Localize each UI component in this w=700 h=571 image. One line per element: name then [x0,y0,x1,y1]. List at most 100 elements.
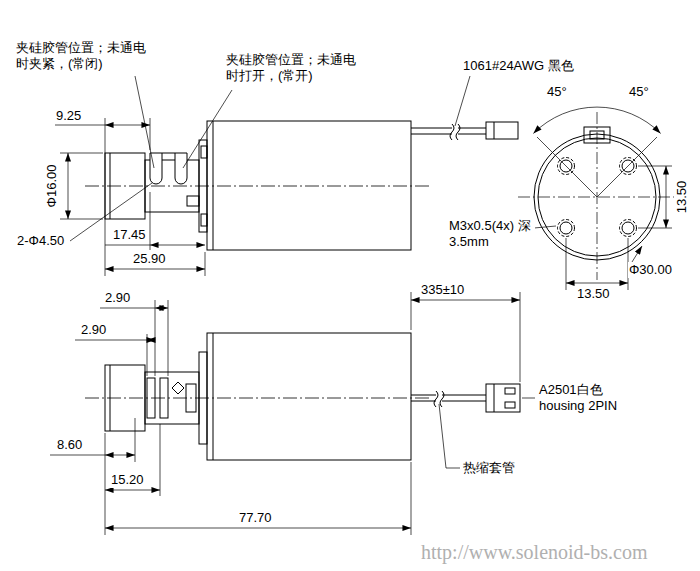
front-view [186,384,196,412]
side-view [411,128,452,129]
dimension-lines [105,528,411,529]
side-view [458,134,486,135]
front-view [505,402,515,408]
end-view [538,138,656,256]
end-view [620,158,637,175]
side-view [213,121,214,250]
angle-value: 45° [546,84,568,100]
leader-lines [70,76,470,241]
dimension-lines [150,118,151,150]
dimension-lines [68,153,69,219]
dimension-lines [105,455,135,456]
dimension-lines [150,192,151,250]
dimension-lines [632,246,642,262]
dimension-lines [411,462,412,535]
front-view [213,333,214,460]
callout-note: 夹硅胶管位置；未通电 时打开，(常开) [225,52,367,84]
dimension-value: Φ16.00 [44,164,60,209]
dimension-lines [105,245,150,246]
end-view [597,112,598,280]
valve-drawing [50,76,676,535]
dimension-lines [105,433,106,535]
end-view [584,127,610,143]
side-view [450,124,454,140]
end-view [537,137,597,197]
dimension-value: 17.45 [112,227,147,243]
leader-lines [183,90,232,168]
front-view [172,382,184,394]
side-view [458,128,486,129]
dimension-lines [55,118,205,276]
front-view [147,378,155,418]
side-view [494,122,495,139]
dimension-lines [100,308,155,309]
dimension-lines [638,166,672,167]
leader-lines [455,76,470,126]
dimension-value: 15.20 [110,472,145,488]
side-view [175,153,187,184]
watermark: http://www.solenoid-bs.com [420,540,648,564]
end-view [597,137,657,197]
dimension-lines [520,292,521,382]
dimension-lines [411,300,520,301]
side-view [187,196,199,206]
dimension-lines [168,300,169,376]
dimension-lines [147,340,155,341]
dimension-value: 13.50 [576,286,611,302]
front-view [160,378,168,418]
front-view [145,372,199,424]
side-view [486,122,518,139]
thread-spec: M3x0.5(4x) 深3.5mm [448,218,535,250]
dimension-lines [75,340,147,341]
front-view [411,395,436,396]
dimension-lines [155,308,168,309]
end-view [558,158,575,175]
leader-lines [135,76,154,168]
side-view [85,186,432,187]
dimension-value: 335±10 [420,282,465,298]
dimension-value: 8.60 [56,437,83,453]
side-view [150,153,187,154]
front-view [411,401,436,402]
dimension-value: 77.70 [238,510,273,526]
part-label: 热缩套管 [462,460,516,476]
leader-lines [439,398,535,468]
dimension-value: 2.90 [104,290,131,306]
front-view [486,384,520,412]
front-view [494,384,495,412]
end-view [620,220,637,237]
dimension-lines [566,283,628,284]
front-view [110,365,111,431]
side-view [456,124,460,140]
front-view [442,401,486,402]
end-view [560,222,572,234]
dimension-value: 2-Φ4.50 [16,233,65,249]
front-view [434,391,438,407]
dimension-lines [105,150,106,276]
front-view [207,333,411,460]
side-view [199,140,207,232]
dimension-lines [60,219,103,220]
dimension-lines [155,300,156,376]
front-view [85,333,520,460]
end-view [533,107,660,133]
dimension-value: 13.50 [674,180,690,215]
leader-lines [522,398,535,399]
dimension-lines [666,166,667,228]
leader-lines [439,404,460,468]
dimension-lines [105,125,150,126]
connector-spec: A2501白色 housing 2PIN [538,382,640,414]
dimension-lines [205,252,206,276]
end-view [590,131,604,139]
dimension-lines [50,455,105,456]
end-view [534,134,660,260]
end-view [622,160,634,172]
front-view [442,395,486,396]
dimension-lines [411,292,412,330]
front-view [105,365,145,431]
front-view [505,388,515,394]
dimension-lines [105,118,106,150]
end-view [558,220,575,237]
side-view [411,134,452,135]
